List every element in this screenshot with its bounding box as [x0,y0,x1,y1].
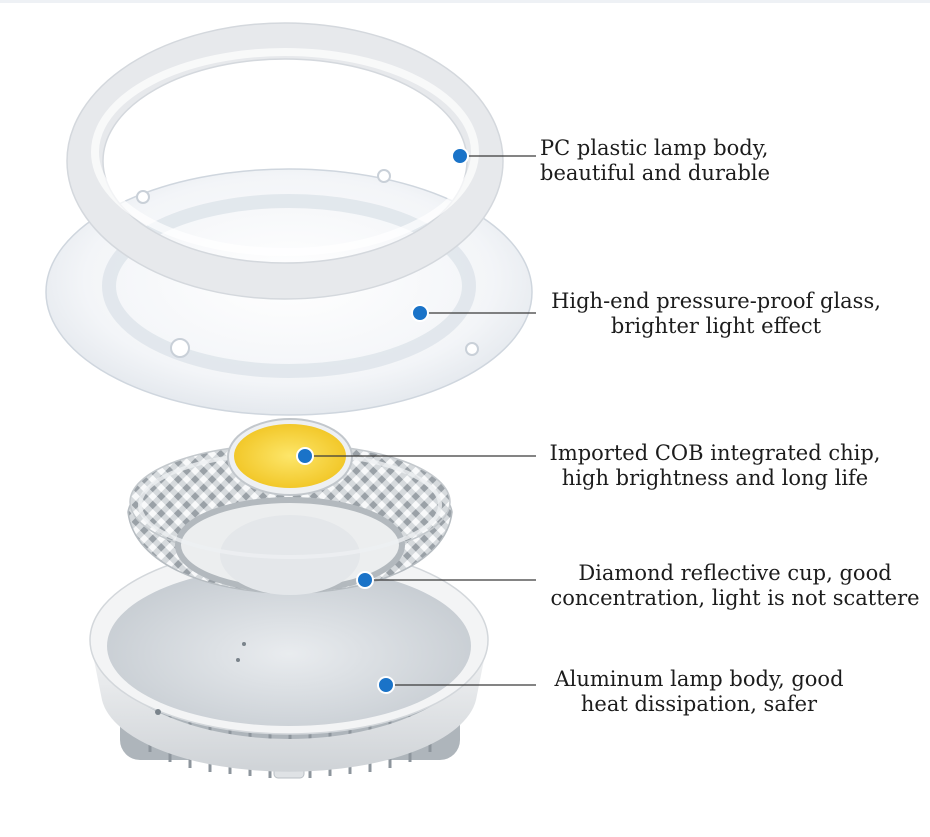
callout-line2: brighter light effect [610,314,822,338]
aluminum-body-icon [377,676,395,694]
callout-pressure-proof-glass: High-end pressure-proof glass, brighter … [540,289,892,339]
leader-lines [305,155,536,686]
cob-chip [227,418,353,496]
diamond-reflective-cup [127,443,453,595]
callout-line1: High-end pressure-proof glass, [551,289,881,313]
callout-line1: Aluminum lamp body, good [554,667,844,691]
callout-pc-plastic-body: PC plastic lamp body, beautiful and dura… [540,136,930,186]
callout-line1: Imported COB integrated chip, [549,441,881,465]
pc-plastic-ring [66,22,504,300]
pc-lamp-body-ring-icon [451,147,469,165]
reflective-cup-icon [356,571,374,589]
top-edge-strip [0,0,930,3]
callout-line2: heat dissipation, safer [580,692,818,716]
callout-line2: high brightness and long life [561,466,869,490]
marker-dots [296,147,469,694]
glass-panel-icon [411,304,429,322]
callout-aluminum-body: Aluminum lamp body, good heat dissipatio… [540,667,858,717]
callout-diamond-reflective-cup: Diamond reflective cup, good concentrati… [540,561,930,611]
callout-line1: Diamond reflective cup, good [578,561,892,585]
callout-line2: beautiful and durable [540,161,771,185]
cob-chip-icon [296,447,314,465]
callout-cob-chip: Imported COB integrated chip, high brigh… [540,441,890,491]
callout-line2: concentration, light is not scattere [550,586,920,610]
callout-line1: PC plastic lamp body, [540,136,769,160]
